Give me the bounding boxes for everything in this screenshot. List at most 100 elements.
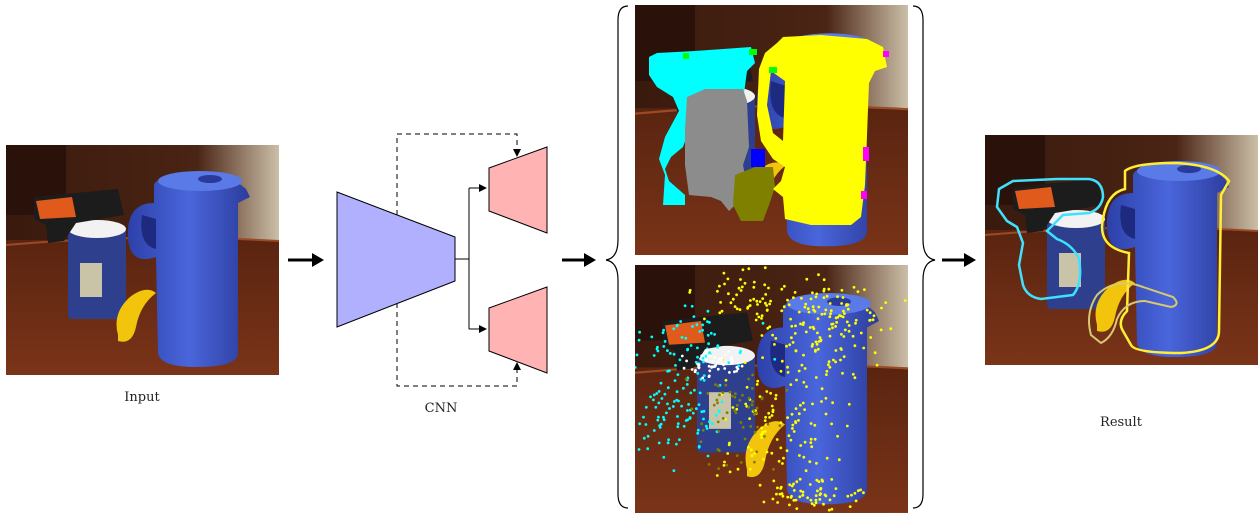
keypoint-dot xyxy=(785,388,789,392)
keypoint-dot xyxy=(752,408,756,412)
keypoint-dot xyxy=(721,417,725,420)
keypoint-dot xyxy=(652,393,656,397)
keypoint-dot xyxy=(766,422,770,426)
keypoint-dot xyxy=(761,321,765,325)
keypoint-dot xyxy=(814,348,817,352)
keypoint-dot xyxy=(799,322,802,326)
cnn-caption: CNN xyxy=(425,401,458,416)
keypoint-dot xyxy=(859,488,862,492)
keypoint-dot xyxy=(701,428,705,432)
keypoint-dot xyxy=(764,293,768,296)
keypoint-dot xyxy=(654,405,658,409)
keypoint-dot xyxy=(842,309,845,313)
keypoint-dot xyxy=(734,411,738,415)
keypoint-dot xyxy=(704,424,708,428)
keypoint-dot xyxy=(652,354,656,357)
keypoint-dot xyxy=(790,412,794,416)
encoder-block xyxy=(336,191,456,328)
keypoint-dot xyxy=(753,452,757,455)
keypoint-dot xyxy=(817,340,821,343)
keypoint-dot xyxy=(716,420,720,424)
keypoint-dot xyxy=(862,346,866,350)
keypoint-dot xyxy=(663,392,667,396)
keypoint-dot xyxy=(697,445,701,449)
keypoint-dot xyxy=(801,401,805,405)
keypoint-dot xyxy=(747,396,751,400)
keypoint-dot xyxy=(759,433,763,436)
keypoint-dot xyxy=(767,286,770,290)
keypoint-dot xyxy=(733,305,737,308)
keypoint-dot xyxy=(903,299,907,302)
keypoint-dot xyxy=(761,297,765,300)
keypoint-dot xyxy=(765,309,769,312)
keypoint-dot xyxy=(763,430,767,433)
keypoint-dot xyxy=(671,405,675,408)
keypoint-dot xyxy=(859,331,863,335)
keypoint-dot xyxy=(725,463,728,467)
keypoint-dot xyxy=(718,311,722,315)
keypoint-dot xyxy=(707,375,711,378)
keypoint-dot xyxy=(765,390,769,393)
keypoint-dot xyxy=(773,343,776,346)
keypoint-dot xyxy=(706,454,710,458)
keypoint-dot xyxy=(708,369,712,373)
keypoint-dot xyxy=(748,467,752,471)
keypoint-dot xyxy=(672,400,676,403)
keypoint-dot xyxy=(758,300,762,303)
keypoint-dot xyxy=(673,379,677,382)
keypoint-dot xyxy=(675,390,679,394)
keypoint-dot xyxy=(811,402,814,406)
keypoint-dot xyxy=(789,383,793,386)
keypoint-dot xyxy=(788,343,792,347)
keypoint-dot xyxy=(816,317,820,321)
keypoint-dot xyxy=(850,493,853,497)
keypoint-dot xyxy=(668,369,671,373)
keypoint-dot xyxy=(657,401,661,405)
keypoint-dot xyxy=(884,301,888,304)
keypoint-dot xyxy=(803,408,806,411)
keypoint-dot xyxy=(809,441,813,444)
keypoint-dot xyxy=(739,421,743,424)
keypoint-dot xyxy=(741,425,745,429)
keypoint-dot xyxy=(724,383,728,387)
keypoint-dot xyxy=(781,462,784,465)
keypoint-dot xyxy=(817,480,821,483)
keypoint-dot xyxy=(795,480,799,484)
keypoint-dot xyxy=(818,493,822,497)
keypoint-dot xyxy=(785,449,789,453)
keypoint-dot xyxy=(680,336,684,339)
cnn-diagram xyxy=(336,133,548,387)
keypoint-dot xyxy=(693,370,697,374)
keypoint-dot xyxy=(758,395,762,398)
decoder-block-segmentation xyxy=(488,146,548,234)
keypoint-dot xyxy=(717,430,721,433)
keypoint-dot xyxy=(701,356,705,360)
keypoint-dot xyxy=(795,378,798,382)
keypoint-dot xyxy=(834,349,838,352)
keypoint-dot xyxy=(755,406,759,410)
keypoint-dot xyxy=(680,354,684,358)
keypoint-dot xyxy=(746,307,749,310)
keypoint-dot xyxy=(696,346,699,350)
keypoint-dot xyxy=(825,369,829,373)
keypoint-dot xyxy=(771,333,774,337)
keypoint-dot xyxy=(798,477,802,481)
keypoint-dot xyxy=(772,468,775,471)
keypoint-dot xyxy=(846,303,850,307)
keypoint-dot xyxy=(684,336,688,340)
keypoint-dot xyxy=(722,464,726,467)
keypoint-dot xyxy=(659,381,663,385)
keypoint-dot xyxy=(748,304,752,307)
keypoint-dot xyxy=(863,288,866,291)
keypoint-dot xyxy=(717,467,720,470)
keypoint-dot xyxy=(834,316,838,320)
keypoint-dot xyxy=(646,447,650,451)
keypoint-dot xyxy=(662,345,666,348)
keypoint-dot xyxy=(752,297,756,301)
keypoint-dot xyxy=(806,307,810,311)
keypoint-dot xyxy=(729,301,733,305)
keypoint-dot xyxy=(828,498,832,502)
keypoint-dot xyxy=(672,327,676,331)
keypoint-dot xyxy=(709,331,713,335)
keypoint-dot xyxy=(793,291,797,294)
